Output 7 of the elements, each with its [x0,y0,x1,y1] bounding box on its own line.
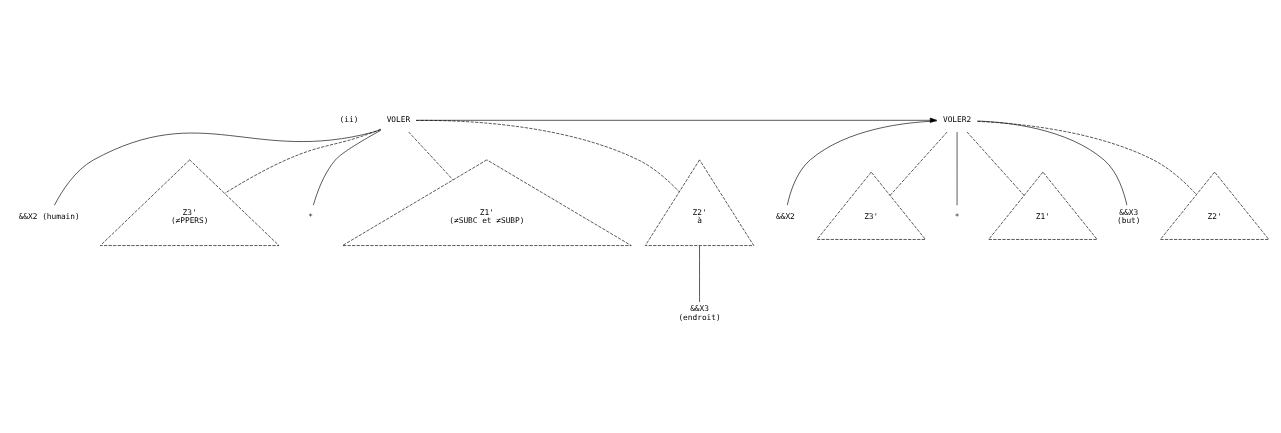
connector [54,128,382,206]
connector [977,120,1128,205]
connector [313,129,382,205]
connector [224,128,382,194]
connector [786,120,938,205]
connector [977,120,1197,195]
connector [699,244,700,302]
